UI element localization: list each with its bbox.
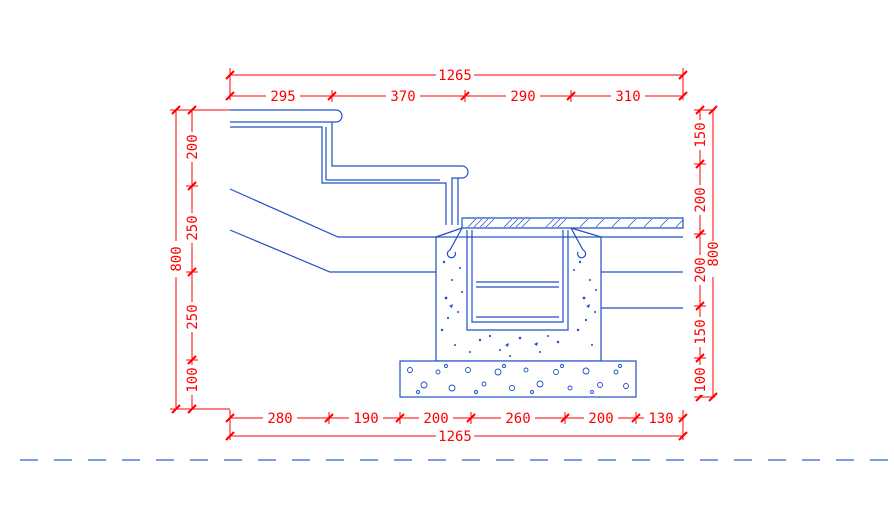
bottom-dim-label: 280 [267,411,292,427]
top-dim-label: 295 [270,89,295,105]
top-dim-label: 370 [390,89,415,105]
left-dim-label: 250 [185,215,201,240]
top-dim-label: 310 [615,89,640,105]
right-dim-label: 150 [693,122,709,147]
bottom-dim-label: 260 [505,411,530,427]
right-total-label: 800 [706,241,722,266]
bottom-total-label: 1265 [438,429,472,445]
right-dim-label: 100 [693,367,709,392]
concrete-hatch [440,260,597,357]
drain-channel [399,217,684,398]
aggregate-hatch [407,364,629,394]
top-dim-label: 290 [510,89,535,105]
dimension-label-backgrounds [169,68,721,444]
right-dim-label: 150 [693,319,709,344]
left-dim-label: 100 [185,367,201,392]
bottom-dim-label: 200 [423,411,448,427]
left-total-label: 800 [169,246,185,271]
stair-section [229,109,469,273]
grating-hatch [467,218,684,228]
bottom-dim-label: 200 [588,411,613,427]
dimension-ticks [171,70,718,441]
right-dim-label: 200 [693,187,709,212]
bottom-dim-label: 130 [648,411,673,427]
left-dim-label: 250 [185,304,201,329]
right-dim-label: 200 [693,257,709,282]
top-total-label: 1265 [438,68,472,84]
left-dim-label: 200 [185,134,201,159]
dimension-labels: 1265 295 370 290 310 280 190 200 260 200… [169,68,722,445]
bottom-dim-label: 190 [353,411,378,427]
